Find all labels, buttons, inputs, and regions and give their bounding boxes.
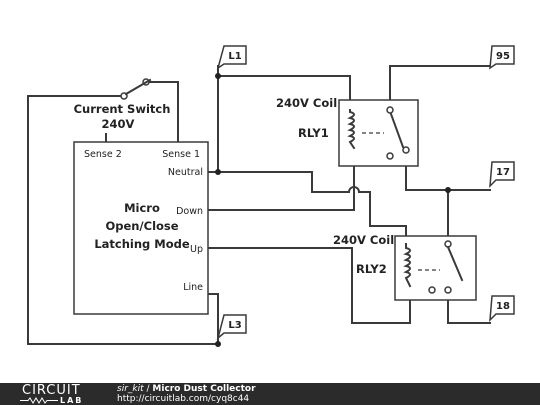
terminal-17: 17 xyxy=(489,161,515,188)
footer-bar: CIRCUIT LAB sir_kit / Micro Dust Collect… xyxy=(0,383,540,405)
junction-l1 xyxy=(215,73,221,79)
terminal-95-label: 95 xyxy=(496,51,510,62)
terminal-l3: L3 xyxy=(216,314,247,341)
relay2 xyxy=(394,235,477,301)
rly2-coil-label: 240V Coil xyxy=(333,233,394,247)
junction-17 xyxy=(445,187,451,193)
pin-down: Down xyxy=(176,206,203,217)
logo-wave-icon xyxy=(20,397,58,404)
rly2-name: RLY2 xyxy=(356,262,387,276)
terminal-17-label: 17 xyxy=(496,167,510,178)
rly1-name: RLY1 xyxy=(298,126,329,140)
pin-neutral: Neutral xyxy=(168,167,203,178)
controller-title-1: Micro xyxy=(124,201,160,215)
project-title[interactable]: Micro Dust Collector xyxy=(152,384,256,394)
circuitlab-logo: CIRCUIT xyxy=(22,383,81,398)
relay1 xyxy=(338,99,419,167)
pin-up: Up xyxy=(190,244,203,255)
circuitlab-logo-lab: LAB xyxy=(60,396,84,405)
credit-line: sir_kit / Micro Dust Collector xyxy=(117,384,256,394)
rly1-coil-label: 240V Coil xyxy=(276,96,337,110)
terminal-95: 95 xyxy=(489,45,515,70)
pin-line: Line xyxy=(183,282,203,293)
terminal-l1-label: L1 xyxy=(228,51,241,62)
controller-title-3: Latching Mode xyxy=(94,237,190,251)
terminal-l1: L1 xyxy=(216,45,247,70)
terminal-l3-label: L3 xyxy=(228,320,241,331)
pin-sense1: Sense 1 xyxy=(162,149,200,160)
credit-separator: / xyxy=(143,384,153,394)
schematic: Current Switch 240V Sense 2 Sense 1 Neut… xyxy=(27,45,515,347)
terminal-18: 18 xyxy=(489,295,515,322)
junction-neutral xyxy=(215,169,221,175)
controller-title-2: Open/Close xyxy=(105,219,178,233)
switch-voltage: 240V xyxy=(102,117,135,131)
switch-label: Current Switch xyxy=(74,102,171,116)
junction-l3 xyxy=(215,341,221,347)
terminal-18-label: 18 xyxy=(496,301,510,312)
author-name[interactable]: sir_kit xyxy=(117,384,144,394)
controller-box xyxy=(73,141,209,315)
pin-sense2: Sense 2 xyxy=(84,149,122,160)
current-switch xyxy=(120,78,152,100)
project-url-link[interactable]: http://circuitlab.com/cyq8c44 xyxy=(117,394,250,404)
